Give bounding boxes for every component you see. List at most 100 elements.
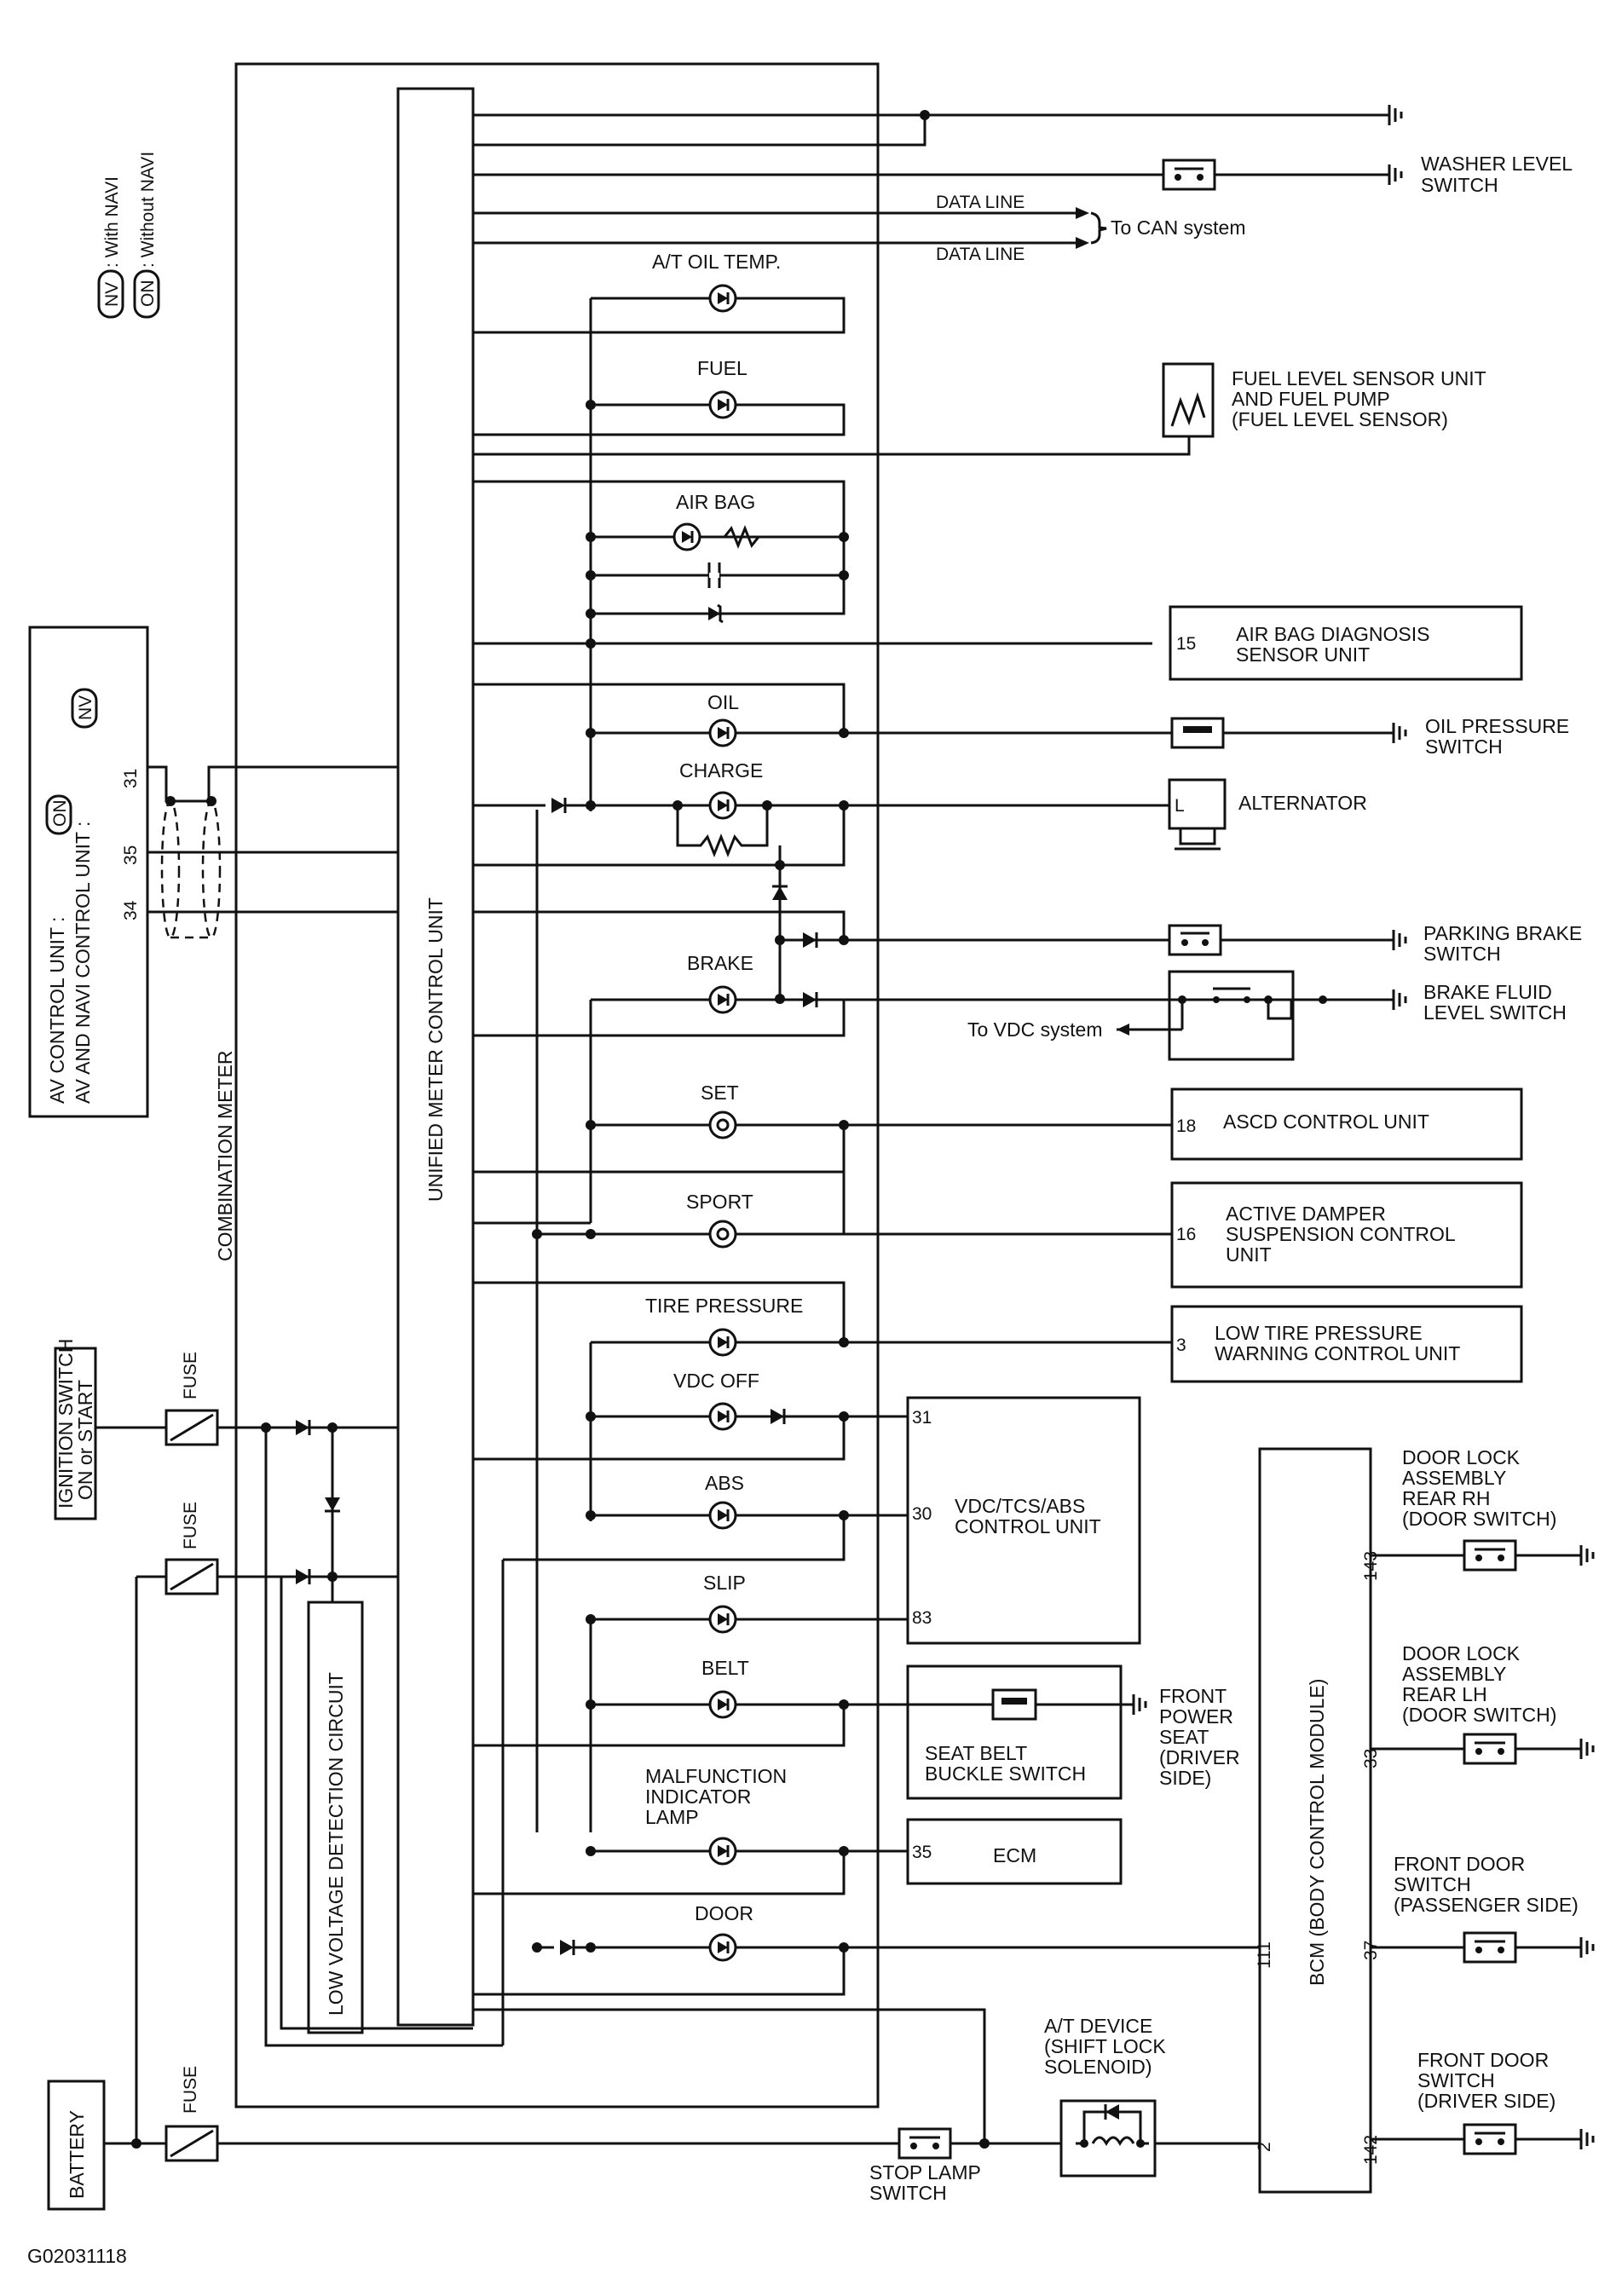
av-pin-35: 35 bbox=[121, 845, 141, 865]
lamp-label-mil-1: MALFUNCTION bbox=[645, 1765, 787, 1787]
air-bag-zener bbox=[708, 603, 724, 624]
bcm-pin-2: 2 bbox=[1255, 2142, 1274, 2152]
seat-belt-label-1: SEAT BELT bbox=[925, 1742, 1027, 1764]
alternator-pin: L bbox=[1175, 796, 1185, 816]
fuel-sensor-label-1: FUEL LEVEL SENSOR UNIT bbox=[1232, 367, 1486, 389]
airbag-pin: 15 bbox=[1176, 634, 1196, 654]
oil-switch-label-2: SWITCH bbox=[1425, 736, 1503, 758]
ignition-label-1: IGNITION SWITCH bbox=[55, 1339, 77, 1509]
vdc-off-diode bbox=[771, 1409, 786, 1424]
stop-lamp-label-2: SWITCH bbox=[869, 2182, 947, 2204]
bcm-pin-37: 37 bbox=[1361, 1941, 1381, 1960]
ascd-unit-box bbox=[1170, 1087, 1523, 1161]
ground-icon bbox=[1388, 164, 1403, 185]
washer-level-switch-label-2: SWITCH bbox=[1421, 174, 1498, 196]
damper-pin: 16 bbox=[1176, 1225, 1196, 1244]
lamp-label-set: SET bbox=[701, 1082, 739, 1104]
front-seat-label-4: (DRIVER bbox=[1159, 1746, 1240, 1768]
lamp-belt bbox=[708, 1690, 737, 1719]
at-device-label-3: SOLENOID) bbox=[1044, 2056, 1152, 2078]
lamp-mil bbox=[708, 1837, 737, 1866]
brake-fluid-level-box bbox=[1168, 970, 1295, 1061]
vdc-unit-label-2: CONTROL UNIT bbox=[955, 1515, 1101, 1537]
rear-lh-label-3: REAR LH bbox=[1402, 1683, 1487, 1705]
parking-brake-label-1: PARKING BRAKE bbox=[1423, 922, 1582, 944]
vdc-unit-label-1: VDC/TCS/ABS bbox=[955, 1495, 1085, 1517]
ground-icon bbox=[1132, 1694, 1147, 1715]
ascd-pin: 18 bbox=[1176, 1116, 1196, 1136]
low-voltage-label: LOW VOLTAGE DETECTION CIRCUIT bbox=[325, 1672, 347, 2016]
lamp-fuel bbox=[708, 390, 737, 419]
rear-rh-label-2: ASSEMBLY bbox=[1402, 1467, 1506, 1489]
lamp-label-mil-3: LAMP bbox=[645, 1806, 699, 1828]
front-drv-label-3: (DRIVER SIDE) bbox=[1417, 2090, 1556, 2112]
bcm-pin-143: 143 bbox=[1361, 1551, 1381, 1581]
lamp-bus bbox=[535, 298, 592, 1832]
brake-fluid-diode bbox=[803, 992, 818, 1007]
lamp-label-belt: BELT bbox=[701, 1657, 749, 1679]
lamp-label-abs: ABS bbox=[705, 1472, 744, 1494]
data-line-1: DATA LINE bbox=[936, 193, 1025, 212]
airbag-diag-unit-box bbox=[1169, 605, 1523, 681]
fuse-label-ign: FUSE bbox=[181, 1352, 200, 1399]
parking-brake-label-2: SWITCH bbox=[1423, 943, 1501, 965]
door-switch-front-pass bbox=[1463, 1931, 1517, 1964]
ign-diode bbox=[296, 1420, 311, 1435]
fuse-label-bat1: FUSE bbox=[181, 1502, 200, 1549]
airbag-unit-label-1: AIR BAG DIAGNOSIS bbox=[1236, 623, 1430, 645]
lamp-sport bbox=[708, 1220, 737, 1249]
ground-icon bbox=[1392, 723, 1407, 743]
bcm-pin-111: 111 bbox=[1255, 1941, 1274, 1969]
lamp-set bbox=[708, 1111, 737, 1139]
ecm-label: ECM bbox=[993, 1844, 1036, 1866]
ground-icon bbox=[1579, 1937, 1595, 1958]
washer-level-switch-label-1: WASHER LEVEL bbox=[1421, 153, 1573, 175]
front-seat-label-1: FRONT bbox=[1159, 1685, 1227, 1707]
unified-meter-box bbox=[396, 87, 475, 2027]
lamp-label-sport: SPORT bbox=[686, 1191, 753, 1213]
front-pass-label-1: FRONT DOOR bbox=[1394, 1853, 1525, 1875]
airbag-unit-label-2: SENSOR UNIT bbox=[1236, 643, 1370, 666]
lamp-slip bbox=[708, 1605, 737, 1634]
brake-fluid-label-2: LEVEL SWITCH bbox=[1423, 1001, 1567, 1024]
lamp-tire-pressure bbox=[708, 1328, 737, 1357]
parking-diode bbox=[803, 932, 818, 948]
front-pass-label-3: (PASSENGER SIDE) bbox=[1394, 1894, 1579, 1916]
ecm-box bbox=[906, 1818, 1123, 1885]
figure-code: G02031118 bbox=[27, 2245, 127, 2267]
bcm-pin-33: 33 bbox=[1361, 1749, 1381, 1768]
fuse-label-bat2: FUSE bbox=[181, 2066, 200, 2114]
parking-brake-switch-symbol bbox=[1168, 924, 1222, 956]
lamp-label-oil: OIL bbox=[707, 691, 739, 713]
front-seat-label-3: SEAT bbox=[1159, 1726, 1209, 1748]
combination-meter-box bbox=[234, 62, 880, 2109]
av-wires bbox=[147, 765, 398, 939]
lamp-door bbox=[708, 1933, 737, 1962]
bcm-door-switches bbox=[1371, 1539, 1581, 2155]
door-switch-front-drv bbox=[1463, 2123, 1517, 2155]
ground-icon bbox=[1388, 105, 1403, 125]
unified-meter-label: UNIFIED METER CONTROL UNIT bbox=[424, 897, 447, 1202]
rear-rh-label-1: DOOR LOCK bbox=[1402, 1446, 1521, 1468]
damper-label-1: ACTIVE DAMPER bbox=[1226, 1203, 1386, 1225]
brake-diode bbox=[772, 885, 788, 900]
damper-unit-box bbox=[1170, 1181, 1523, 1289]
lamp-label-door: DOOR bbox=[695, 1902, 753, 1924]
brake-fluid-label-1: BRAKE FLUID bbox=[1423, 981, 1552, 1003]
at-device-box bbox=[1059, 2099, 1157, 2178]
lamp-label-mil-2: INDICATOR bbox=[645, 1785, 751, 1808]
ground-icon bbox=[1392, 930, 1407, 950]
rear-rh-label-4: (DOOR SWITCH) bbox=[1402, 1508, 1556, 1530]
ground-icon bbox=[1579, 1545, 1595, 1566]
legend-on-symbol: ON bbox=[138, 280, 158, 308]
lamp-air-bag bbox=[672, 522, 701, 551]
tire-unit-box bbox=[1170, 1305, 1523, 1383]
lamp-label-slip: SLIP bbox=[703, 1572, 746, 1594]
rear-lh-label-2: ASSEMBLY bbox=[1402, 1663, 1506, 1685]
ign-bat-diode bbox=[325, 1497, 340, 1513]
can-system-label: To CAN system bbox=[1111, 216, 1245, 239]
front-drv-label-1: FRONT DOOR bbox=[1417, 2049, 1549, 2071]
stop-lamp-switch-symbol bbox=[898, 2127, 952, 2160]
door-switch-rear-rh bbox=[1463, 1539, 1517, 1572]
